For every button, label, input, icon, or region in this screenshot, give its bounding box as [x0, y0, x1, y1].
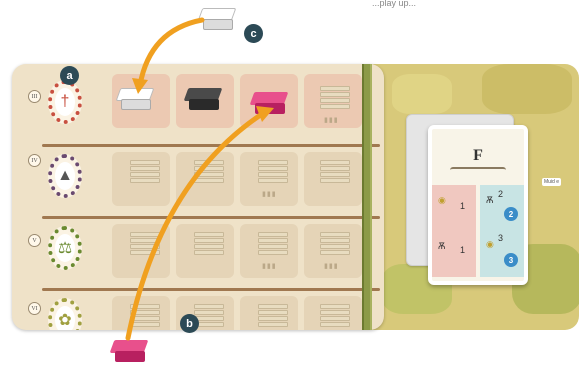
coin-stack-icon: ◉ [438, 195, 446, 206]
card-right-top-value: 2 [498, 189, 503, 199]
coin-stack-icon: ◉ [486, 239, 494, 250]
marker-c: c [244, 24, 263, 43]
arrow-b [128, 112, 265, 338]
card-left-bottom-count: 1 [460, 245, 465, 255]
arrow-head-c [132, 78, 148, 94]
objective-card[interactable]: F ◉ 1 Ѫ 1 Ѫ 2 2 ◉ 3 3 [428, 125, 528, 285]
arrow-c [140, 20, 202, 85]
card-badge-bottom: 3 [504, 253, 518, 267]
figure-icon: Ѫ [438, 241, 445, 251]
card-left-top-count: 1 [460, 201, 465, 211]
marker-a: a [60, 66, 79, 85]
card-badge-top: 2 [504, 207, 518, 221]
card-right-bottom-value: 3 [498, 233, 503, 243]
marker-b: b [180, 314, 199, 333]
figure-icon: Ѫ [486, 195, 493, 205]
card-ornament [450, 167, 506, 173]
card-title: F [432, 147, 524, 165]
